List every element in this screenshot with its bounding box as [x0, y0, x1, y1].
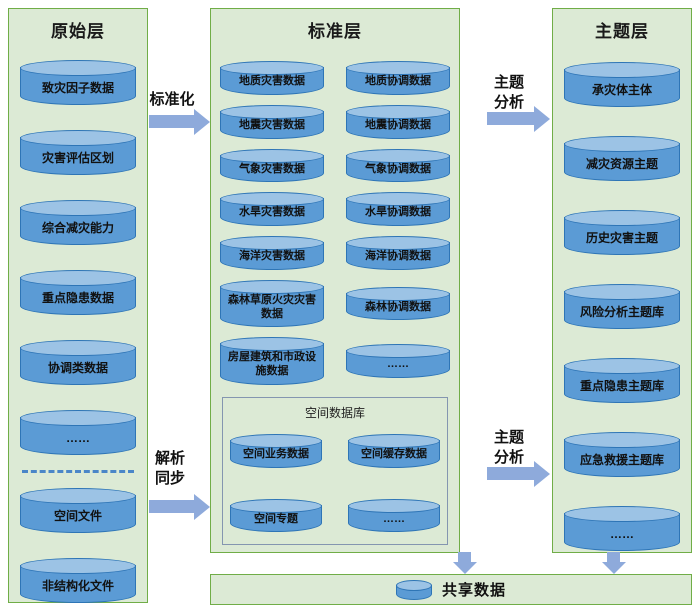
db-cylinder: 承灾体主体	[564, 62, 680, 107]
arrow-down-theme-to-shared	[607, 552, 620, 562]
db-cylinder: 地质灾害数据	[220, 61, 324, 95]
db-cylinder: ……	[20, 410, 136, 455]
cylinder-label: ……	[383, 512, 405, 525]
db-cylinder: ……	[564, 506, 680, 551]
cylinder-label: 致灾因子数据	[41, 80, 114, 95]
panel-standard-layer: 标准层 地质灾害数据 地质协调数据 地震灾害数据 地震协调数据 气象灾害数据 气…	[210, 8, 460, 553]
cylinder-label: 历史灾害主题	[585, 230, 658, 245]
arrow-parse-sync-label: 解析同步	[154, 450, 185, 488]
cylinder-label: 森林协调数据	[365, 300, 431, 313]
db-cylinder: 地震协调数据	[346, 104, 450, 139]
cylinder-label: 综合减灾能力	[41, 220, 114, 235]
cylinder-label: 地质协调数据	[365, 75, 431, 87]
db-cylinder: 应急救援主题库	[564, 432, 680, 477]
arrow-parse-sync	[149, 500, 194, 513]
db-cylinder: 气象协调数据	[346, 148, 450, 183]
cylinder-label: 空间缓存数据	[361, 447, 427, 460]
db-cylinder: 空间业务数据	[230, 433, 322, 468]
cylinder-label: 承灾体主体	[591, 82, 652, 97]
raw-layer-title: 原始层	[51, 22, 105, 41]
cylinder-label: 海洋灾害数据	[239, 250, 305, 262]
cylinder-label: 森林草原火灾灾害数据	[228, 293, 316, 320]
cylinder-label: 水旱协调数据	[365, 206, 431, 219]
cylinder-label: 房屋建筑和市政设施数据	[228, 351, 316, 377]
cylinder-label: 减灾资源主题	[585, 156, 658, 171]
raw-layer-list: 致灾因子数据 灾害评估区划 综合减灾能力 重点隐患数据 协调类数据 …… 空间文…	[9, 60, 147, 603]
panel-raw-layer: 原始层 致灾因子数据 灾害评估区划 综合减灾能力 重点隐患数据 协调类数据 ………	[8, 8, 148, 603]
cylinder-label: 气象灾害数据	[239, 162, 305, 175]
db-cylinder: 水旱协调数据	[346, 192, 450, 226]
cylinder-label: 协调类数据	[47, 360, 108, 375]
cylinder-label: 气象协调数据	[365, 162, 431, 175]
arrow-theme-analysis-top-label: 主题分析	[493, 74, 524, 112]
spatial-db-grid: 空间业务数据 空间缓存数据 空间专题 ……	[230, 433, 440, 533]
cylinder-label: ……	[66, 430, 90, 445]
arrow-theme-analysis-bottom	[487, 467, 534, 480]
cylinder-label: 灾害评估区划	[41, 150, 114, 165]
db-cylinder: 气象灾害数据	[220, 148, 324, 183]
arrow-theme-analysis-bottom-label: 主题分析	[493, 429, 524, 467]
shared-data-label: 共享数据	[441, 582, 506, 599]
theme-layer-list: 承灾体主体 减灾资源主题 历史灾害主题 风险分析主题库 重点隐患主题库 应急救援…	[553, 62, 691, 551]
db-cylinder: 森林协调数据	[346, 286, 450, 321]
theme-layer-title: 主题层	[595, 22, 649, 41]
standard-layer-title: 标准层	[308, 22, 362, 41]
cylinder-label: 地质灾害数据	[239, 75, 305, 87]
db-cylinder: 森林草原火灾灾害数据	[220, 279, 324, 328]
cylinder-label: ……	[610, 526, 634, 541]
db-cylinder: 空间缓存数据	[348, 433, 440, 468]
arrow-standardize-label: 标准化	[149, 91, 195, 108]
cylinder-label: 风险分析主题库	[579, 304, 664, 319]
db-cylinder: 减灾资源主题	[564, 136, 680, 181]
cylinder-label: 重点隐患数据	[41, 290, 114, 305]
cylinder-label: 海洋协调数据	[365, 250, 431, 262]
db-cylinder: 历史灾害主题	[564, 210, 680, 255]
db-cylinder: 海洋协调数据	[346, 236, 450, 270]
panel-theme-layer: 主题层 承灾体主体 减灾资源主题 历史灾害主题 风险分析主题库 重点隐患主题库 …	[552, 8, 692, 553]
db-cylinder: 非结构化文件	[20, 558, 136, 603]
db-cylinder: 空间文件	[20, 488, 136, 533]
standard-grid: 地质灾害数据 地质协调数据 地震灾害数据 地震协调数据 气象灾害数据 气象协调数…	[211, 60, 459, 385]
db-cylinder: 重点隐患数据	[20, 270, 136, 315]
db-cylinder: 综合减灾能力	[20, 200, 136, 245]
cylinder-label: 非结构化文件	[41, 578, 114, 593]
db-cylinder: 致灾因子数据	[20, 60, 136, 105]
db-cylinder: 海洋灾害数据	[220, 236, 324, 270]
cylinder-label: 地震协调数据	[365, 118, 431, 131]
cylinder-label: 重点隐患主题库	[579, 378, 664, 393]
db-cylinder: 水旱灾害数据	[220, 192, 324, 226]
cylinder-label: 地震灾害数据	[239, 118, 305, 131]
db-cylinder: 地质协调数据	[346, 61, 450, 95]
cylinder-label: ……	[387, 358, 409, 371]
db-cylinder: 灾害评估区划	[20, 130, 136, 175]
arrow-theme-analysis-top	[487, 112, 534, 125]
cylinder-label: 水旱灾害数据	[239, 206, 305, 219]
cylinder-label: 空间业务数据	[243, 447, 309, 460]
db-cylinder: 风险分析主题库	[564, 284, 680, 329]
db-cylinder: 地震灾害数据	[220, 104, 324, 139]
arrow-standardize	[149, 115, 194, 128]
db-cylinder: 协调类数据	[20, 340, 136, 385]
spatial-db-title: 空间数据库	[304, 405, 365, 420]
db-cylinder: ……	[346, 344, 450, 378]
spatial-db-box: 空间数据库 空间业务数据 空间缓存数据 空间专题 ……	[222, 396, 448, 546]
dashed-divider	[22, 470, 134, 473]
shared-data-bar: 共享数据	[210, 574, 692, 605]
db-cylinder: 房屋建筑和市政设施数据	[220, 337, 324, 385]
cylinder-label: 应急救援主题库	[579, 452, 664, 467]
cylinder-label: 空间专题	[254, 512, 298, 525]
cylinder-label: 空间文件	[53, 508, 102, 523]
db-cylinder: 重点隐患主题库	[564, 358, 680, 403]
arrow-down-standard-to-shared	[458, 552, 471, 562]
db-cylinder: ……	[348, 498, 440, 533]
db-cylinder: 空间专题	[230, 498, 322, 533]
shared-data-cylinder-icon	[395, 579, 432, 600]
